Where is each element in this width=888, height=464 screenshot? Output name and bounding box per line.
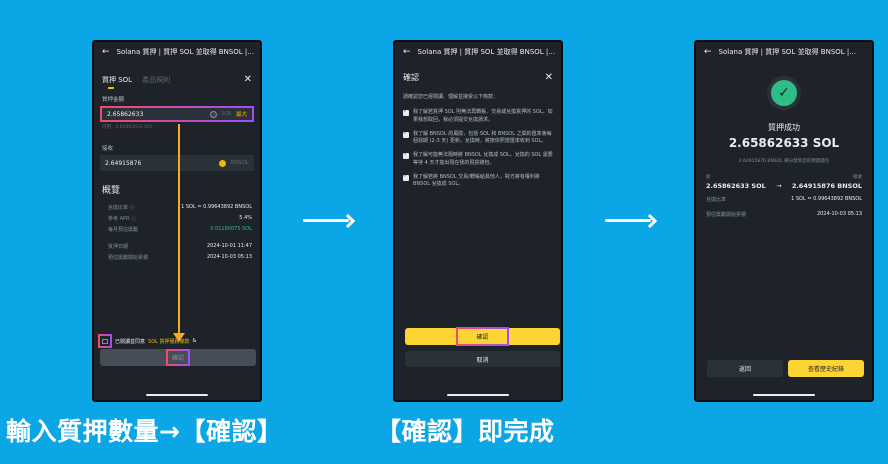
confirm-header: 確認 ✕ xyxy=(395,62,561,89)
row-key: 每月預估獎勵 xyxy=(108,227,139,233)
term-item: 我了解若質押 SOL 則無法再轉帳、交易或兌換質押的 SOL。如果我想取回，我必… xyxy=(395,106,561,128)
flow-arrow-head-icon xyxy=(173,333,185,342)
close-icon[interactable]: ✕ xyxy=(243,74,252,85)
timeline-row: 預估獎勵開始累積 2024-10-03 05:13 xyxy=(94,252,260,263)
term-text: 我了解若質押 SOL 則無法再轉帳、交易或兌換質押的 SOL。如果我想取回，我必… xyxy=(413,109,553,123)
row-key: 預估獎勵開始累積 xyxy=(108,255,149,261)
overview-title: 概覽 xyxy=(102,186,121,196)
overview-row: 參考 APR ⓘ 5.4% xyxy=(94,213,260,224)
step-arrow-icon xyxy=(605,213,658,228)
to-value: 2.64915876 BNSOL xyxy=(791,182,862,190)
agree-checkbox[interactable] xyxy=(98,334,112,348)
stake-amount-value: 2.65862633 xyxy=(107,110,144,118)
sol-coin-icon xyxy=(210,110,218,118)
confirm-label: 確認 xyxy=(165,349,190,366)
success-note: 2.64915876 BNSOL 將分發到您的現貨錢包 xyxy=(738,159,830,164)
row-key: 參考 APR ⓘ xyxy=(108,216,137,222)
confirm-title: 確認 xyxy=(403,73,419,82)
row-value: 1 SOL = 0.99643892 BNSOL xyxy=(181,204,252,210)
receive-currency: BNSOL xyxy=(230,160,249,166)
tab-bar: 質押 SOL 產品規則 ✕ xyxy=(94,74,260,89)
agree-text: 已閱讀並同意 xyxy=(115,338,146,345)
row-value: 0.01180075 SOL xyxy=(210,226,252,232)
close-icon[interactable]: ✕ xyxy=(544,72,553,83)
phone-screen-success: ← Solana 質押 | 質押 SOL 並取得 BNSOL |... ✓ 質押… xyxy=(694,40,874,402)
success-check-icon: ✓ xyxy=(767,76,801,110)
row-value: 1 SOL = 0.99643892 BNSOL xyxy=(791,196,862,202)
checkbox-checked-icon[interactable] xyxy=(403,151,409,159)
detail-row: 預估獎勵開始累積 2024-10-03 05:13 xyxy=(696,207,872,222)
top-bar: ← Solana 質押 | 質押 SOL 並取得 BNSOL |... xyxy=(696,42,872,62)
back-arrow-icon[interactable]: ← xyxy=(102,47,110,57)
phone-screen-stake-input: ← Solana 質押 | 質押 SOL 並取得 BNSOL |... 質押 S… xyxy=(92,40,262,402)
view-history-button[interactable]: 查看歷史紀錄 xyxy=(788,360,864,377)
agree-suffix: & xyxy=(192,338,197,344)
receive-value: 2.64915876 xyxy=(105,159,142,167)
home-indicator xyxy=(753,394,815,396)
row-value: 5.4% xyxy=(239,215,252,221)
top-bar-title: Solana 質押 | 質押 SOL 並取得 BNSOL |... xyxy=(116,48,254,56)
swap-arrow-icon: → xyxy=(776,182,782,190)
top-bar-title: Solana 質押 | 質押 SOL 並取得 BNSOL |... xyxy=(718,48,856,56)
top-bar: ← Solana 質押 | 質押 SOL 並取得 BNSOL |... xyxy=(395,42,561,62)
caption-left: 輸入質押數量→【確認】 xyxy=(6,417,283,446)
confirm-intro: 請確認您已經閱讀、理解並接受以下條款： xyxy=(403,94,499,100)
term-item: 我了解若將 BNSOL 交易/轉帳給其他人，對方將有權利將 BNSOL 兌換成 … xyxy=(395,171,561,193)
checkbox-checked-icon[interactable] xyxy=(403,108,409,116)
max-button[interactable]: 最大 xyxy=(235,112,247,118)
home-indicator xyxy=(146,394,208,396)
receive-label: 接收 xyxy=(102,146,114,152)
row-value: 2024-10-03 05:13 xyxy=(206,254,252,260)
terms-link[interactable]: SOL 質押服務條款 xyxy=(148,338,190,345)
stake-amount-input[interactable]: 2.65862633 SOL 最大 xyxy=(100,106,254,122)
available-balance: 可用：2.65862633 SOL xyxy=(102,125,154,130)
back-arrow-icon[interactable]: ← xyxy=(403,47,411,57)
term-item: 我了解可能無法隨時將 BNSOL 兌換成 SOL，兌換的 SOL 需要等待 4 … xyxy=(395,149,561,171)
stake-currency: SOL xyxy=(221,111,232,117)
home-indicator xyxy=(447,394,509,396)
success-title: 質押成功 xyxy=(768,123,800,132)
agree-terms: 已閱讀並同意 SOL 質押服務條款 & xyxy=(98,334,196,348)
row-key: 質押日期 xyxy=(108,244,129,250)
checkbox-icon xyxy=(102,338,108,344)
caption-right: 【確認】即完成 xyxy=(376,417,555,446)
swap-values: 2.65862633 SOL → 2.64915876 BNSOL xyxy=(696,180,872,192)
swap-labels: 從 接收 xyxy=(696,164,872,180)
confirm-label: 確認 xyxy=(456,327,509,346)
row-value: 2024-10-03 05:13 xyxy=(816,211,862,217)
row-key: 兌換比率 ⓘ xyxy=(108,205,135,211)
from-value: 2.65862633 SOL xyxy=(706,182,766,190)
top-bar: ← Solana 質押 | 質押 SOL 並取得 BNSOL |... xyxy=(94,42,260,62)
term-item: 我了解 BNSOL 的風險，包括 SOL 和 BNSOL 之間的匯率會每個週期 … xyxy=(395,128,561,150)
checkbox-checked-icon[interactable] xyxy=(403,130,409,138)
stake-amount-label: 質押金額 xyxy=(102,97,125,103)
row-value: 2024-10-01 11:47 xyxy=(206,243,252,249)
bnsol-coin-icon xyxy=(219,159,227,167)
checkbox-checked-icon[interactable] xyxy=(403,173,409,181)
overview-row: 每月預估獎勵 0.01180075 SOL xyxy=(94,224,260,235)
back-arrow-icon[interactable]: ← xyxy=(704,47,712,57)
confirm-button-disabled[interactable]: 確認 xyxy=(100,349,256,366)
success-amount: 2.65862633 SOL xyxy=(728,136,840,150)
tab-product-rules[interactable]: 產品規則 xyxy=(142,75,171,84)
from-label: 從 xyxy=(706,175,711,180)
top-bar-title: Solana 質押 | 質押 SOL 並取得 BNSOL |... xyxy=(417,48,555,56)
phone-screen-confirm: ← Solana 質押 | 質押 SOL 並取得 BNSOL |... 確認 ✕… xyxy=(393,40,563,402)
overview-row: 兌換比率 ⓘ 1 SOL = 0.99643892 BNSOL xyxy=(94,202,260,213)
tab-stake-sol[interactable]: 質押 SOL xyxy=(102,75,133,89)
term-text: 我了解 BNSOL 的風險，包括 SOL 和 BNSOL 之間的匯率會每個週期 … xyxy=(413,130,552,145)
flow-arrow-line xyxy=(178,124,180,338)
detail-row: 兌換比率 1 SOL = 0.99643892 BNSOL xyxy=(696,192,872,207)
row-key: 預估獎勵開始累積 xyxy=(706,212,747,218)
timeline-row: 質押日期 2024-10-01 11:47 xyxy=(94,241,260,252)
to-label: 接收 xyxy=(853,175,862,180)
row-key: 兌換比率 xyxy=(706,197,727,203)
back-button[interactable]: 返回 xyxy=(707,360,783,377)
term-text: 我了解可能無法隨時將 BNSOL 兌換成 SOL，兌換的 SOL 需要等待 4 … xyxy=(413,152,553,166)
confirm-button[interactable]: 確認 xyxy=(405,327,560,346)
term-text: 我了解若將 BNSOL 交易/轉帳給其他人，對方將有權利將 BNSOL 兌換成 … xyxy=(413,173,540,188)
cancel-button[interactable]: 取消 xyxy=(405,351,560,367)
step-arrow-icon xyxy=(303,213,356,228)
receive-field: 2.64915876 BNSOL xyxy=(100,155,254,171)
